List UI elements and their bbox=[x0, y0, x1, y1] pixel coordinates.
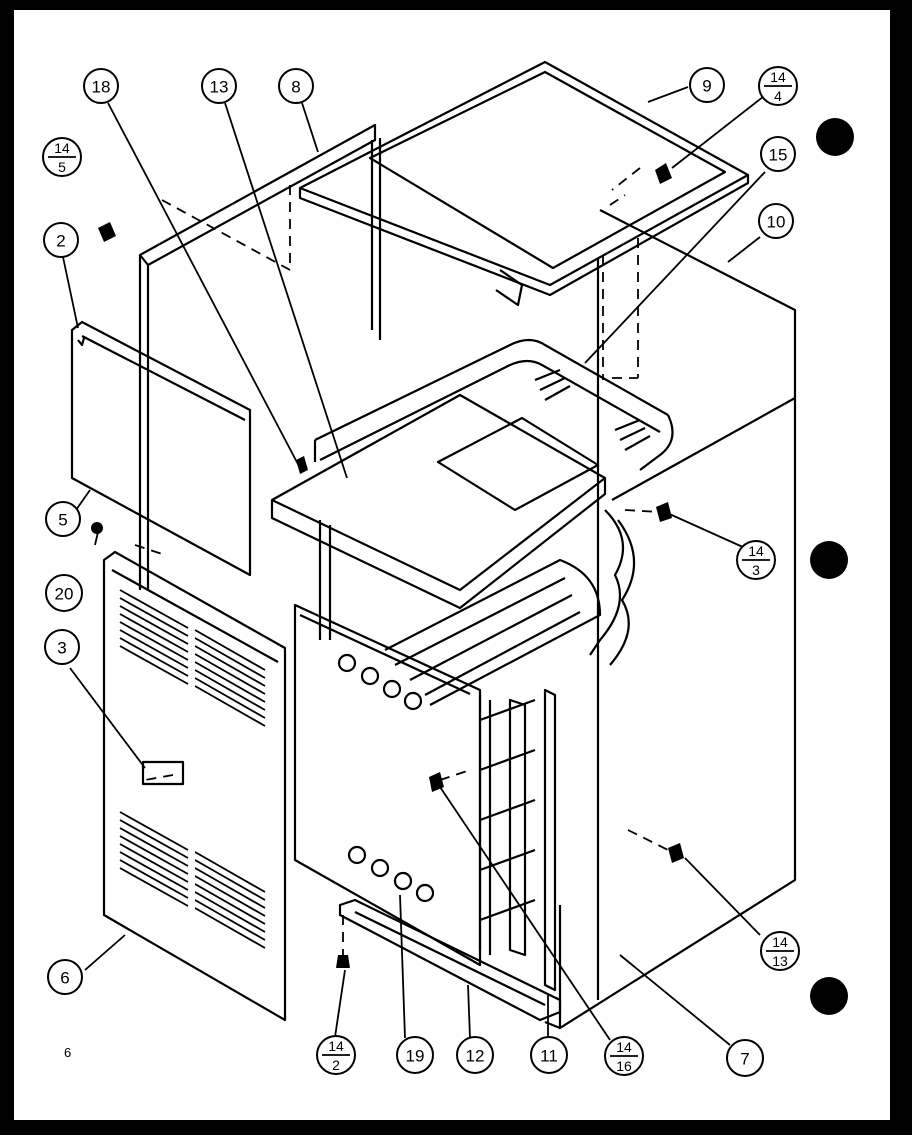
svg-text:14: 14 bbox=[54, 140, 70, 156]
callout-10: 10 bbox=[758, 203, 794, 239]
fraction-callout-14-3: 14 3 bbox=[736, 540, 776, 580]
door-louvers bbox=[119, 589, 266, 949]
callout-2: 2 bbox=[43, 222, 79, 258]
svg-text:2: 2 bbox=[56, 232, 65, 251]
svg-text:11: 11 bbox=[540, 1047, 558, 1066]
svg-text:18: 18 bbox=[92, 78, 111, 97]
callout-7: 7 bbox=[726, 1039, 764, 1077]
bottom-rail bbox=[338, 898, 562, 1022]
svg-text:13: 13 bbox=[210, 78, 229, 97]
callout-11: 11 bbox=[530, 1036, 568, 1074]
svg-text:5: 5 bbox=[58, 159, 66, 175]
svg-text:9: 9 bbox=[702, 77, 711, 96]
callout-6: 6 bbox=[47, 959, 83, 995]
page-number: 6 bbox=[64, 1045, 71, 1060]
svg-text:10: 10 bbox=[767, 213, 786, 232]
assembly-guide-lines bbox=[134, 167, 669, 955]
fraction-callout-14-16: 14 16 bbox=[604, 1036, 644, 1076]
svg-text:14: 14 bbox=[748, 543, 764, 559]
binder-hole-icon bbox=[810, 541, 848, 579]
callout-9: 9 bbox=[689, 67, 725, 103]
svg-text:14: 14 bbox=[616, 1039, 632, 1055]
callout-5: 5 bbox=[45, 501, 81, 537]
svg-text:14: 14 bbox=[328, 1038, 344, 1054]
svg-text:19: 19 bbox=[406, 1047, 425, 1066]
inner-access-panel bbox=[293, 603, 482, 967]
svg-text:5: 5 bbox=[58, 511, 67, 530]
svg-text:2: 2 bbox=[332, 1057, 340, 1073]
svg-text:15: 15 bbox=[769, 146, 788, 165]
svg-text:14: 14 bbox=[772, 934, 788, 950]
upper-door bbox=[70, 320, 252, 577]
callout-8: 8 bbox=[278, 68, 314, 104]
fraction-callout-14-5: 14 5 bbox=[42, 137, 82, 177]
svg-text:8: 8 bbox=[291, 78, 300, 97]
leader-lines bbox=[62, 86, 769, 1046]
svg-text:3: 3 bbox=[57, 639, 66, 658]
binder-hole-icon bbox=[816, 118, 854, 156]
top-cover bbox=[298, 60, 750, 307]
heat-exchanger bbox=[313, 338, 674, 666]
fraction-callout-14-4: 14 4 bbox=[758, 66, 798, 106]
rear-frame bbox=[138, 123, 382, 590]
callout-20: 20 bbox=[45, 574, 83, 612]
svg-text:3: 3 bbox=[752, 562, 760, 578]
blower-deck bbox=[270, 393, 607, 640]
callout-12: 12 bbox=[456, 1036, 494, 1074]
fraction-callout-14-2: 14 2 bbox=[316, 1035, 356, 1075]
cabinet-side-panel bbox=[544, 209, 797, 1030]
svg-text:14: 14 bbox=[770, 69, 786, 85]
svg-text:12: 12 bbox=[466, 1047, 485, 1066]
svg-text:6: 6 bbox=[60, 969, 69, 988]
fraction-callout-14-13: 14 13 bbox=[760, 931, 800, 971]
callout-19: 19 bbox=[396, 1036, 434, 1074]
svg-text:4: 4 bbox=[774, 88, 782, 104]
svg-text:13: 13 bbox=[772, 953, 788, 969]
fasteners bbox=[91, 163, 684, 968]
callout-13: 13 bbox=[201, 68, 237, 104]
svg-text:7: 7 bbox=[740, 1050, 749, 1069]
binder-hole-icon bbox=[810, 977, 848, 1015]
svg-text:16: 16 bbox=[616, 1058, 632, 1074]
callout-15: 15 bbox=[760, 136, 796, 172]
lower-louvered-door bbox=[102, 550, 287, 1022]
burner-rails bbox=[508, 688, 557, 992]
callout-18: 18 bbox=[83, 68, 119, 104]
callout-3: 3 bbox=[44, 629, 80, 665]
svg-text:20: 20 bbox=[55, 585, 74, 604]
